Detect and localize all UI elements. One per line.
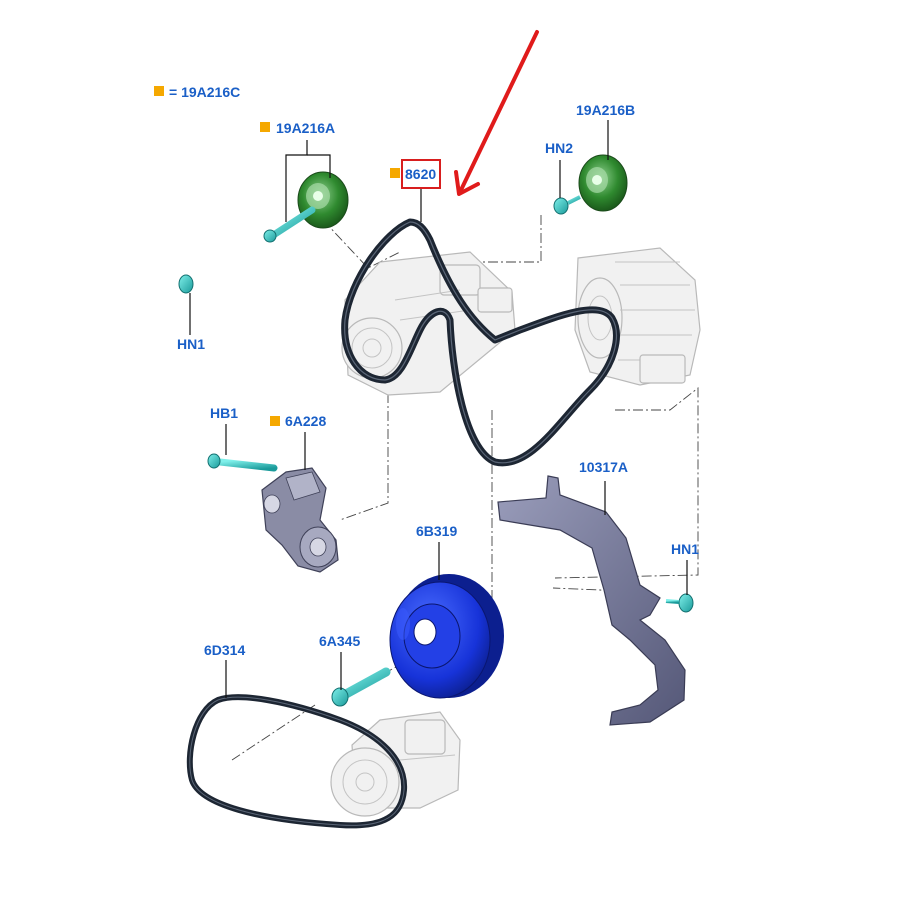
- tensioner-6a228: [261, 467, 339, 573]
- label-10317a: 10317A: [579, 459, 628, 475]
- crankshaft-damper-6b319: [389, 574, 504, 699]
- nut-hn1-left: [178, 274, 194, 294]
- bolt-idler-a: [263, 206, 316, 243]
- legend-text: = 19A216C: [169, 84, 240, 100]
- bolt-hb1: [207, 453, 278, 472]
- highlight-box: [401, 159, 441, 189]
- marker-icon: [390, 168, 400, 178]
- belt-6d314: [186, 694, 408, 829]
- label-19a216b: 19A216B: [576, 102, 635, 118]
- label-6d314: 6D314: [204, 642, 245, 658]
- label-8620: 8620: [405, 166, 436, 182]
- idler-pulley-19a216a: [297, 171, 349, 229]
- bracket-10317a: [497, 475, 686, 726]
- label-19a216a: 19A216A: [276, 120, 335, 136]
- label-6b319: 6B319: [416, 523, 457, 539]
- label-6a228: 6A228: [285, 413, 326, 429]
- serpentine-belt-8620: [341, 218, 620, 467]
- legend-marker-icon: [154, 86, 164, 96]
- callout-arrow: [454, 30, 539, 196]
- callout-labels: 19A216A 19A216B 8620 HN2 HN1 HB1 6A228 1…: [177, 102, 699, 658]
- label-hb1: HB1: [210, 405, 238, 421]
- leader-lines: [189, 120, 688, 698]
- nut-hn1-right: [665, 593, 694, 613]
- nut-hn2: [553, 195, 581, 215]
- ac-compressor-ghost: [341, 251, 516, 396]
- bolt-6a345: [331, 667, 391, 707]
- label-hn1-left: HN1: [177, 336, 205, 352]
- label-hn2: HN2: [545, 140, 573, 156]
- idler-pulley-19a216b: [578, 154, 628, 212]
- label-hn1-right: HN1: [671, 541, 699, 557]
- label-6a345: 6A345: [319, 633, 360, 649]
- marker-icon: [260, 122, 270, 132]
- legend: = 19A216C: [154, 84, 240, 100]
- marker-icon: [270, 416, 280, 426]
- lower-compressor-ghost: [330, 711, 461, 817]
- alternator-ghost: [574, 247, 701, 386]
